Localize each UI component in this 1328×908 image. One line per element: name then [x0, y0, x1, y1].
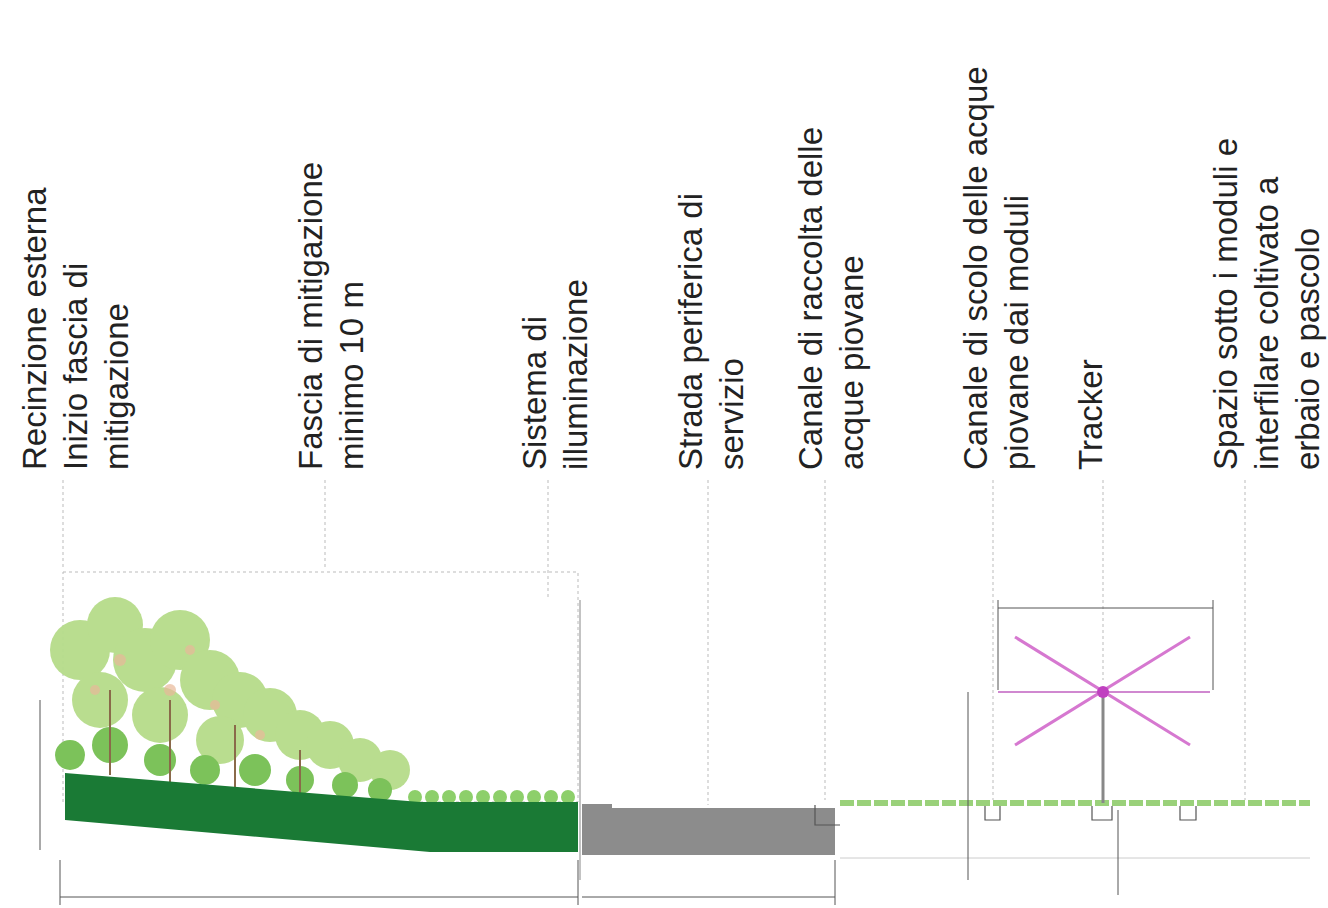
part-label: Canale di raccolta delle acque piovane — [790, 120, 872, 470]
part-label: Spazio sotto i moduli e interfilare colt… — [1205, 85, 1328, 470]
part-label: Fascia di mitigazione minimo 10 m — [290, 70, 372, 470]
part-label: Strada periferica di servizio — [670, 160, 752, 470]
part-label: Recinzione esterna Inizio fascia di miti… — [14, 110, 137, 470]
part-label: Sistema di illuminazione — [514, 220, 596, 470]
part-label: Canale di scolo delle acque piovane dai … — [955, 20, 1037, 470]
part-label: Tracker — [1070, 250, 1111, 470]
